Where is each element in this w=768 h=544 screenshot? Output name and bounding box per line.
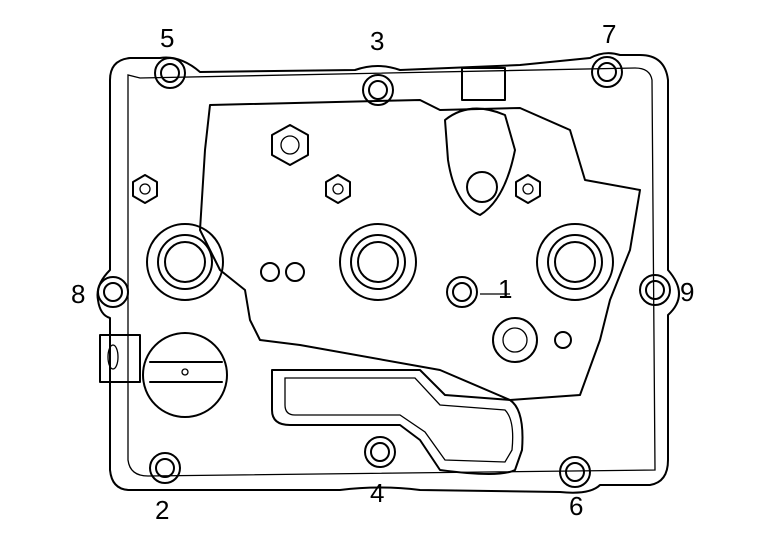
- bolt-label-5: 5: [160, 23, 174, 53]
- pcv-port: [492, 317, 538, 363]
- pcv-valve: [466, 171, 498, 203]
- bolt-label-2: 2: [155, 495, 169, 525]
- bracket-top: [444, 67, 516, 216]
- bolt-label-7: 7: [602, 19, 616, 49]
- nut: [325, 174, 351, 204]
- hole: [554, 331, 572, 349]
- hex-bolt-top: [271, 124, 309, 166]
- nut: [132, 174, 158, 204]
- bolt-3: [362, 74, 394, 106]
- hole: [285, 262, 305, 282]
- spark-plug-tube-left: [146, 223, 224, 301]
- bolt-label-3: 3: [370, 26, 384, 56]
- bolt-label-4: 4: [370, 478, 384, 508]
- bolt-1: [446, 276, 478, 308]
- bolt-8: [97, 276, 129, 308]
- oil-filler-cap: [142, 332, 228, 418]
- bolt-9: [639, 274, 671, 306]
- bolt-2: [149, 452, 181, 484]
- bolt-label-8: 8: [71, 279, 85, 309]
- spark-plug-tube-center: [339, 223, 417, 301]
- bolt-label-6: 6: [569, 491, 583, 521]
- nut: [515, 174, 541, 204]
- hole: [260, 262, 280, 282]
- bolt-6: [559, 456, 591, 488]
- bolt-7: [591, 56, 623, 88]
- bolt-5: [154, 57, 186, 89]
- spark-plug-tube-right: [536, 223, 614, 301]
- bolt-label-9: 9: [680, 277, 694, 307]
- cover-body: [199, 99, 641, 401]
- baffle-channel: [271, 369, 524, 475]
- cover-outline: [96, 52, 680, 494]
- bolt-label-1: 1: [498, 274, 512, 304]
- bolt-4: [364, 436, 396, 468]
- tab-left: [99, 334, 141, 383]
